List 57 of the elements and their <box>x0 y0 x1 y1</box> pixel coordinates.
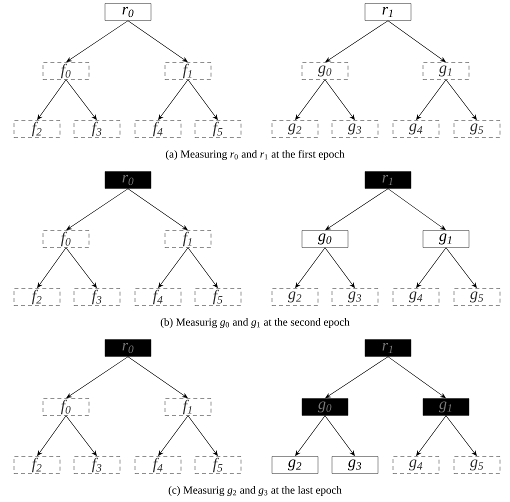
filled-box: r$_{0}$ <box>104 171 152 189</box>
arrow <box>325 20 388 62</box>
arrow <box>325 356 388 398</box>
dashed-box: f$_{3}$ <box>74 456 120 474</box>
node-box: r$_{0}$ <box>104 3 152 21</box>
dashed-box: g$_{5}$ <box>454 288 500 306</box>
dashed-box: f$_{3}$ <box>74 120 120 138</box>
dashed-box: f$_{5}$ <box>194 120 242 138</box>
dashed-box: f$_{5}$ <box>194 456 242 474</box>
filled-box: r$_{1}$ <box>364 339 412 357</box>
dashed-box: g$_{4}$ <box>392 120 440 138</box>
dashed-box: g$_{3}$ <box>332 120 378 138</box>
node-box: g$_{1}$ <box>422 230 470 248</box>
arrow <box>388 20 446 62</box>
dashed-box: g$_{4}$ <box>392 456 440 474</box>
node-box: r$_{1}$ <box>364 3 412 21</box>
arrow <box>388 356 446 398</box>
dashed-box: g$_{5}$ <box>454 120 500 138</box>
dashed-box: f$_{5}$ <box>194 288 242 306</box>
dashed-box: f$_{1}$ <box>164 230 212 248</box>
arrow <box>128 188 188 230</box>
dashed-box: f$_{4}$ <box>134 456 182 474</box>
caption: (c) Measurig g$_{2}$ and g$_{3}$ at the last epoch <box>168 486 342 496</box>
dashed-box: f$_{0}$ <box>42 62 90 80</box>
dashed-box: f$_{2}$ <box>14 120 60 138</box>
dashed-box: f$_{2}$ <box>14 288 60 306</box>
dashed-box: f$_{2}$ <box>14 456 60 474</box>
node-box: g$_{3}$ <box>332 456 378 474</box>
node-box: g$_{2}$ <box>272 456 318 474</box>
filled-box: r$_{0}$ <box>104 339 152 357</box>
node-box: g$_{0}$ <box>302 230 348 248</box>
dashed-box: g$_{3}$ <box>332 288 378 306</box>
dashed-box: g$_{4}$ <box>392 288 440 306</box>
dashed-box: f$_{4}$ <box>134 120 182 138</box>
arrow <box>66 20 128 62</box>
dashed-box: g$_{5}$ <box>454 456 500 474</box>
arrow <box>325 188 388 230</box>
arrow <box>388 188 446 230</box>
dashed-box: f$_{0}$ <box>42 398 90 416</box>
dashed-box: f$_{3}$ <box>74 288 120 306</box>
arrow <box>128 20 188 62</box>
arrow <box>66 188 128 230</box>
dashed-box: g$_{0}$ <box>302 62 348 80</box>
arrow <box>66 356 128 398</box>
caption: (b) Measurig g$_{0}$ and g$_{1}$ at the second epoch <box>160 318 350 328</box>
filled-box: r$_{1}$ <box>364 171 412 189</box>
caption: (a) Measuring r$_{0}$ and r$_{1}$ at the first epoch <box>166 150 344 160</box>
dashed-box: g$_{2}$ <box>272 120 318 138</box>
dashed-box: f$_{4}$ <box>134 288 182 306</box>
dashed-box: f$_{1}$ <box>164 398 212 416</box>
dashed-box: g$_{2}$ <box>272 288 318 306</box>
arrow <box>128 356 188 398</box>
dashed-box: f$_{1}$ <box>164 62 212 80</box>
filled-box: g$_{0}$ <box>302 398 348 416</box>
dashed-box: g$_{1}$ <box>422 62 470 80</box>
filled-box: g$_{1}$ <box>422 398 470 416</box>
dashed-box: f$_{0}$ <box>42 230 90 248</box>
